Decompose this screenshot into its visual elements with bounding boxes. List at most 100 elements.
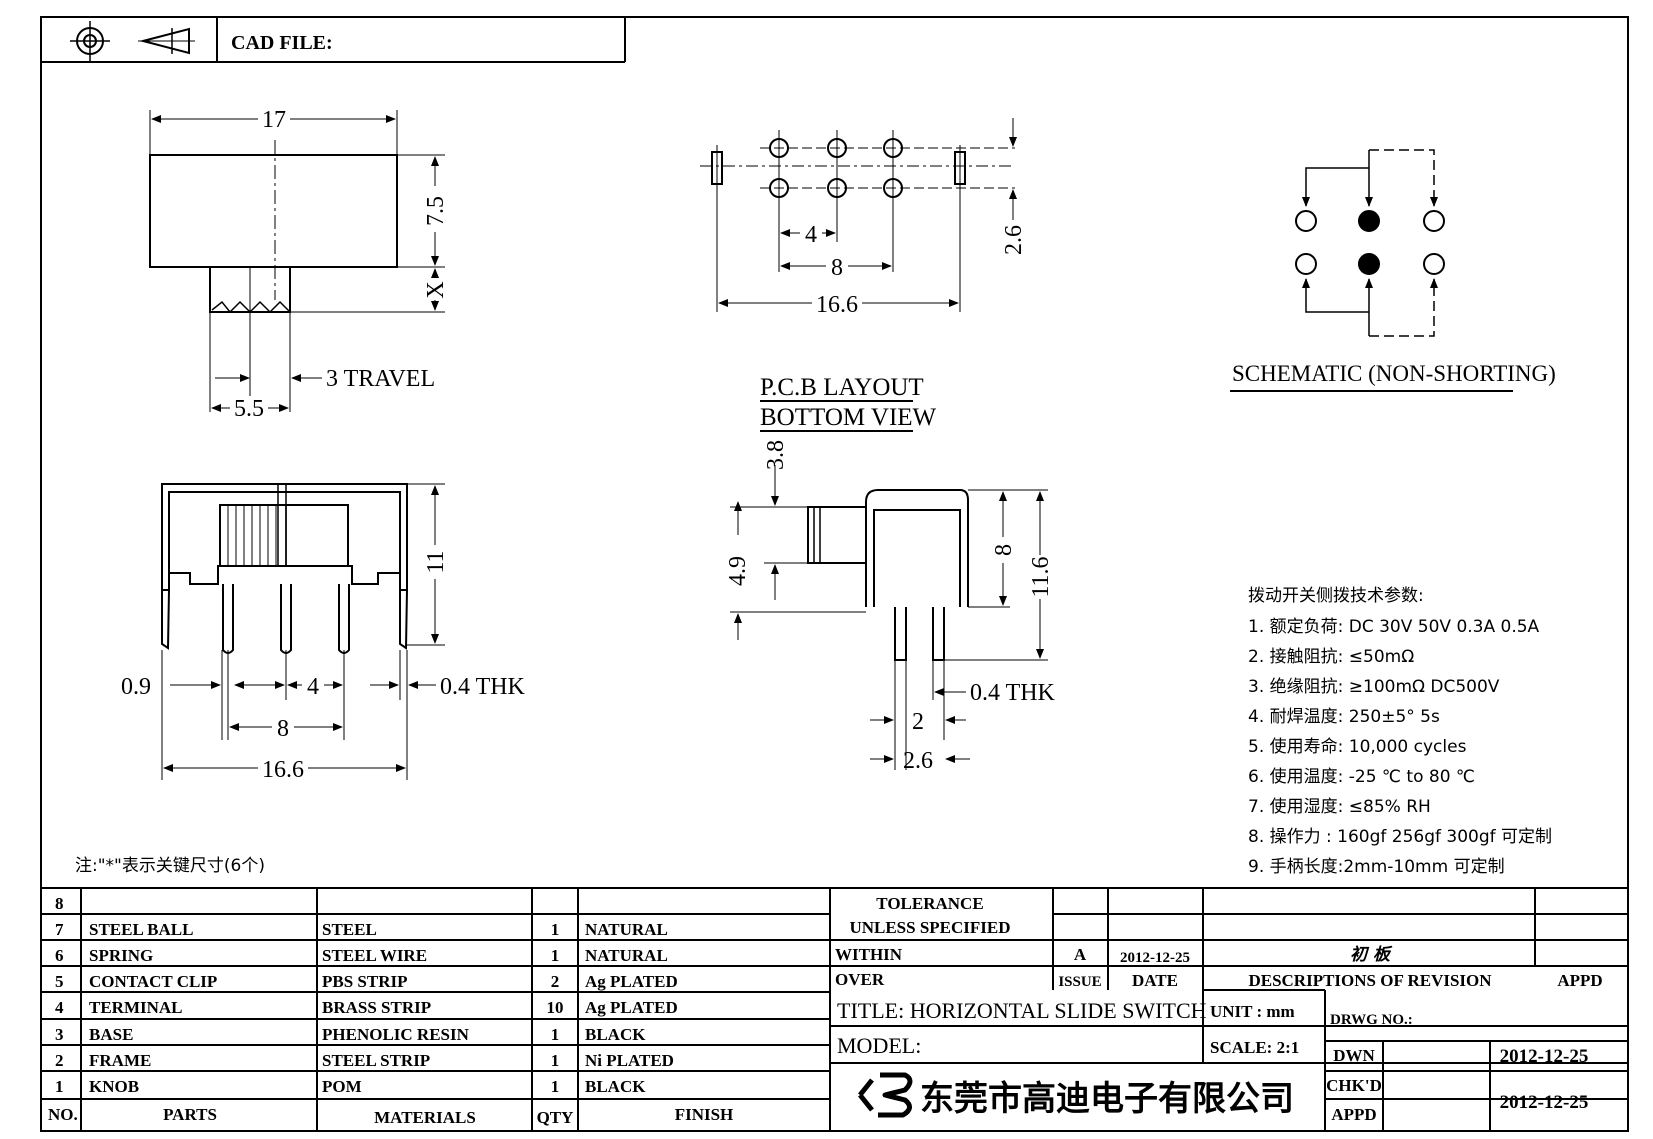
scale-label: SCALE: 2:1 [1210, 1038, 1299, 1057]
bom-part: KNOB [89, 1077, 139, 1096]
bom-material: POM [322, 1077, 362, 1096]
over-label: OVER [835, 970, 885, 989]
front-dim-11: 11 [423, 550, 449, 573]
pcb-dim-4: 4 [805, 222, 817, 248]
dwn-date: 2012-12-25 [1500, 1046, 1589, 1067]
within-label: WITHIN [835, 945, 903, 964]
rev-description: 初 板 [1350, 945, 1393, 965]
bom-part: SPRING [89, 946, 153, 965]
dwn-label: DWN [1333, 1046, 1375, 1065]
spec-item: 6. 使用温度: -25 ℃ to 80 ℃ [1248, 766, 1475, 787]
pcb-layout-drawing [700, 118, 1017, 312]
bom-part: BASE [89, 1025, 133, 1044]
bom-finish: Ag PLATED [585, 972, 678, 991]
bom-qty: 1 [551, 1077, 560, 1096]
bom-finish: BLACK [585, 1025, 646, 1044]
bom-qty: 1 [551, 946, 560, 965]
side-dim-thk: 0.4 THK [970, 680, 1056, 706]
bom-header-finish: FINISH [675, 1105, 734, 1124]
bom-header-no: NO. [48, 1105, 78, 1124]
model-label: MODEL: [837, 1033, 921, 1058]
bom-table [41, 887, 1628, 1131]
appd-label: APPD [1331, 1105, 1376, 1124]
sheet-border [40, 16, 1629, 1132]
bom-no: 8 [55, 894, 64, 913]
company-logo-icon [858, 1072, 913, 1118]
bom-finish: BLACK [585, 1077, 646, 1096]
bom-header-materials: MATERIALS [374, 1108, 476, 1127]
header-box: CAD FILE: [41, 17, 626, 63]
side-dim-8: 8 [991, 544, 1017, 556]
pcb-title-1: P.C.B LAYOUT [760, 374, 924, 401]
spec-item: 9. 手柄长度:2mm-10mm 可定制 [1248, 857, 1505, 877]
drwg-no-label: DRWG NO.: [1330, 1012, 1413, 1028]
appd-header: APPD [1557, 971, 1602, 990]
bom-header-qty: QTY [537, 1108, 574, 1127]
side-dim-11-6: 11.6 [1028, 556, 1054, 597]
dim-knob: 5.5 [234, 396, 264, 422]
spec-item: 8. 操作力 : 160gf 256gf 300gf 可定制 [1248, 827, 1552, 847]
spec-item: 2. 接触阻抗: ≤50mΩ [1248, 647, 1414, 667]
bom-header-parts: PARTS [163, 1105, 217, 1124]
bom-no: 5 [55, 972, 64, 991]
dim-x: X [423, 281, 449, 298]
dim-width: 17 [262, 107, 286, 133]
cad-file-label: CAD FILE: [231, 32, 333, 54]
desc-revision-label: DESCRIPTIONS OF REVISION [1248, 971, 1492, 990]
spec-item: 3. 绝缘阻抗: ≥100mΩ DC500V [1248, 677, 1500, 697]
projection-symbol-icon [70, 21, 195, 61]
bom-finish: NATURAL [585, 920, 668, 939]
pcb-dim-8: 8 [831, 255, 843, 281]
front-dim-16-6: 16.6 [262, 757, 304, 783]
bom-qty: 1 [551, 1025, 560, 1044]
pcb-dim-16-6: 16.6 [816, 292, 858, 318]
bom-qty: 10 [547, 998, 564, 1017]
bom-part: FRAME [89, 1051, 151, 1070]
bom-no: 3 [55, 1025, 64, 1044]
front-dim-thk: 0.4 THK [440, 674, 526, 700]
bom-part: CONTACT CLIP [89, 972, 217, 991]
title-block [830, 888, 1628, 1131]
pcb-title-2: BOTTOM VIEW [760, 404, 937, 431]
chkd-label: CHK'D [1326, 1076, 1382, 1095]
bom-qty: 1 [551, 920, 560, 939]
bom-part: TERMINAL [89, 998, 183, 1017]
bom-material: STEEL WIRE [322, 946, 427, 965]
bom-material: STEEL STRIP [322, 1051, 430, 1070]
front-dim-4: 4 [307, 674, 319, 700]
side-dim-4-9: 4.9 [725, 556, 751, 586]
side-view-drawing [730, 465, 1048, 770]
spec-list: 拨动开关侧拨技术参数: 1. 额定负荷: DC 30V 50V 0.3A 0.5… [1248, 586, 1552, 877]
side-dim-2-6: 2.6 [903, 748, 933, 774]
drawing-title: TITLE: HORIZONTAL SLIDE SWITCH [837, 998, 1207, 1023]
spec-item: 4. 耐焊温度: 250±5° 5s [1248, 707, 1440, 727]
pcb-dim-2-6: 2.6 [1001, 225, 1027, 255]
bom-material: BRASS STRIP [322, 998, 431, 1017]
issue-label: ISSUE [1058, 974, 1101, 990]
rev-letter: A [1074, 945, 1087, 964]
bom-rows: 8 7 STEEL BALL STEEL 1 NATURAL 6 SPRING … [48, 894, 733, 1127]
front-view-drawing [161, 483, 445, 780]
bom-part: STEEL BALL [89, 920, 193, 939]
bom-material: PBS STRIP [322, 972, 408, 991]
bom-no: 2 [55, 1051, 64, 1070]
bom-qty: 2 [551, 972, 560, 991]
dim-height: 7.5 [423, 196, 449, 226]
unless-specified-label: UNLESS SPECIFIED [849, 918, 1010, 937]
bom-finish: NATURAL [585, 946, 668, 965]
spec-item: 7. 使用湿度: ≤85% RH [1248, 796, 1431, 817]
dim-travel: 3 TRAVEL [326, 366, 435, 392]
schematic-drawing [1295, 149, 1445, 337]
front-dim-8: 8 [277, 716, 289, 742]
spec-title: 拨动开关侧拨技术参数: [1248, 586, 1424, 606]
bom-material: PHENOLIC RESIN [322, 1025, 470, 1044]
bom-no: 7 [55, 920, 64, 939]
date-label: DATE [1132, 971, 1178, 990]
side-dim-3-8: 3.8 [763, 440, 789, 470]
schematic-title: SCHEMATIC (NON-SHORTING) [1232, 361, 1556, 386]
bom-no: 4 [55, 998, 64, 1017]
bom-qty: 1 [551, 1051, 560, 1070]
bom-no: 6 [55, 946, 64, 965]
key-dimension-note: 注:"*"表示关键尺寸(6个) [75, 856, 265, 876]
